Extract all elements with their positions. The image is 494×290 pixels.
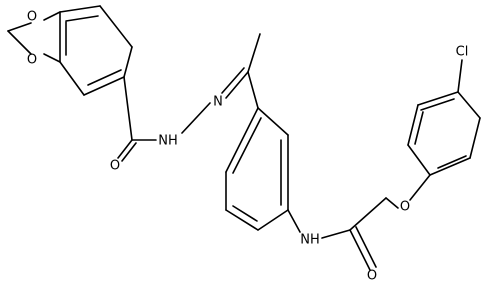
hydrazide-linker (117, 67, 249, 162)
atom-o-ether: O (400, 200, 410, 215)
atom-cl: Cl (456, 45, 469, 60)
atom-nh-amide: NH (300, 233, 320, 248)
atom-o-ring-top: O (27, 10, 37, 25)
atom-o-carbonyl-right: O (367, 269, 377, 284)
central-benzene-ring (225, 107, 289, 231)
imine-carbon (247, 33, 261, 109)
atom-o-ring-bottom: O (27, 53, 37, 68)
amide-linker (287, 197, 399, 271)
benzodioxole-benzene-ring (59, 5, 133, 96)
atom-nh-hydrazide: NH (158, 134, 178, 149)
atom-o-carbonyl-left: O (110, 159, 120, 174)
dioxole-ring (7, 11, 61, 63)
atom-n-imine: N (213, 95, 223, 110)
chlorophenyl-ring (407, 59, 481, 201)
